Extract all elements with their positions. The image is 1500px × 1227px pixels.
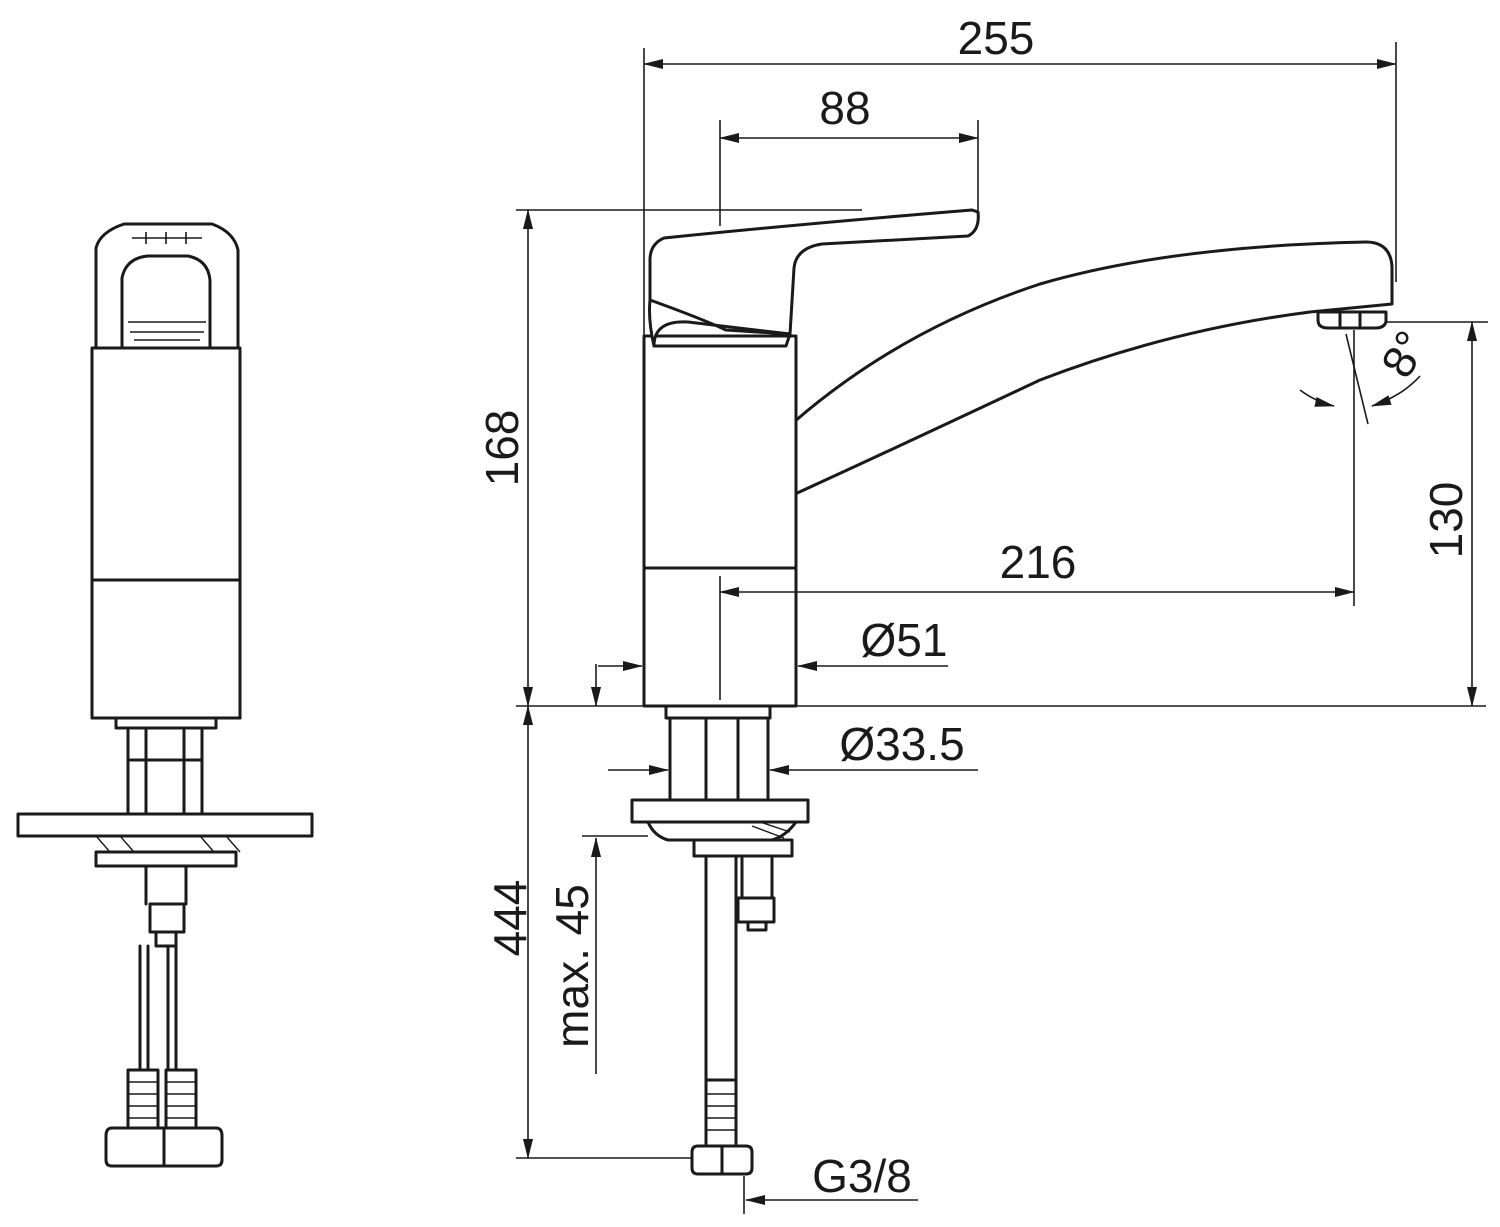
front-view	[16, 222, 314, 1168]
spout	[778, 240, 1394, 502]
dim-shank-diameter: Ø33.5	[839, 718, 964, 770]
dim-spout-reach: 216	[1000, 536, 1077, 588]
dim-body-diameter: Ø51	[861, 614, 948, 666]
side-view	[630, 208, 1394, 1176]
side-mounting-plate	[630, 798, 810, 824]
dimension-labels: 255 88 168 216 130 8° Ø51 Ø33.5 444 max.…	[476, 12, 1472, 1202]
dim-max-counter-thickness: max. 45	[546, 884, 598, 1048]
dim-connection-thread: G3/8	[812, 1150, 912, 1202]
mixer-lever	[648, 208, 980, 348]
dim-below-counter: 444	[484, 880, 536, 957]
dim-total-length: 255	[958, 12, 1035, 64]
dim-lever-length: 88	[819, 82, 870, 134]
aerator	[1316, 310, 1388, 330]
dim-height: 168	[476, 410, 528, 487]
shank	[668, 716, 770, 802]
front-lever-cap	[94, 222, 240, 350]
dimension-lines	[516, 42, 1488, 1214]
front-body	[90, 346, 242, 720]
front-mounting-plate	[16, 812, 314, 838]
dim-spout-height: 130	[1420, 482, 1472, 559]
dim-spout-angle: 8°	[1371, 322, 1438, 386]
